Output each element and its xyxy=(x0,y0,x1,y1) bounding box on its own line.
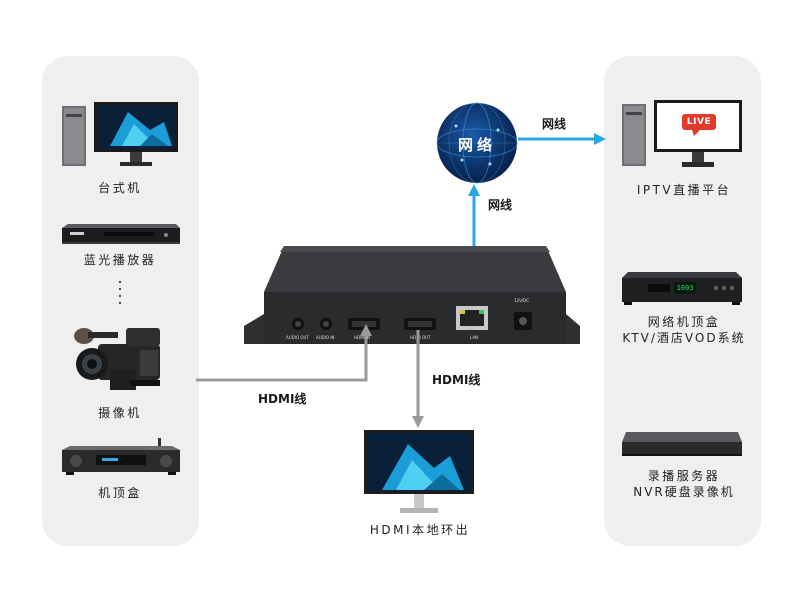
label-bluray-player: 蓝光播放器 xyxy=(83,253,157,267)
more-devices-dots xyxy=(118,280,122,310)
encoder-device xyxy=(240,244,582,352)
live-badge-text: LIVE xyxy=(686,117,712,127)
desktop-pc-live-icon xyxy=(620,100,744,170)
set-top-box-icon xyxy=(60,438,182,478)
network-globe-icon xyxy=(436,102,518,184)
label-set-top-box: 机顶盒 xyxy=(98,486,142,500)
label-nvr: NVR硬盘录像机 xyxy=(633,485,735,499)
port-label-hdmi-in: HDMI IN xyxy=(354,335,371,340)
port-label-lan: LAN xyxy=(470,335,479,340)
label-ktv-vod: KTV/酒店VOD系统 xyxy=(622,331,746,345)
camcorder-icon xyxy=(70,322,170,398)
label-desktop-pc: 台式机 xyxy=(98,181,142,195)
port-label-audio-out: AUDIO OUT xyxy=(286,335,309,340)
bluray-player-icon xyxy=(60,222,182,246)
port-label-hdmi-out: HDMI OUT xyxy=(410,335,431,340)
label-recording-server: 录播服务器 xyxy=(647,469,721,483)
label-iptv-platform: IPTV直播平台 xyxy=(636,183,732,197)
network-to-iptv-arrow xyxy=(518,132,608,146)
stb-display: 1003 xyxy=(676,284,694,292)
label-hdmi-local-loop: HDMI本地环出 xyxy=(369,523,471,537)
network-label: 网络 xyxy=(457,136,496,154)
network-stb-icon xyxy=(620,270,744,306)
hdmi-monitor-icon xyxy=(364,430,474,516)
wire-label-network-right: 网线 xyxy=(542,117,567,131)
wire-label-hdmi-in: HDMI线 xyxy=(258,392,307,406)
hdmi-out-cable-arrow xyxy=(410,330,426,430)
desktop-pc-icon xyxy=(60,100,182,168)
port-label-dc: 12V/DC xyxy=(514,298,530,303)
port-label-audio-in: AUDIO IN xyxy=(316,335,335,340)
wire-label-network-up: 网线 xyxy=(488,198,513,212)
hdmi-in-cable-arrow xyxy=(196,322,374,384)
nvr-recorder-icon xyxy=(620,432,744,458)
label-camcorder: 摄像机 xyxy=(98,406,142,420)
wire-label-hdmi-out: HDMI线 xyxy=(432,373,481,387)
label-network-stb: 网络机顶盒 xyxy=(647,315,721,329)
